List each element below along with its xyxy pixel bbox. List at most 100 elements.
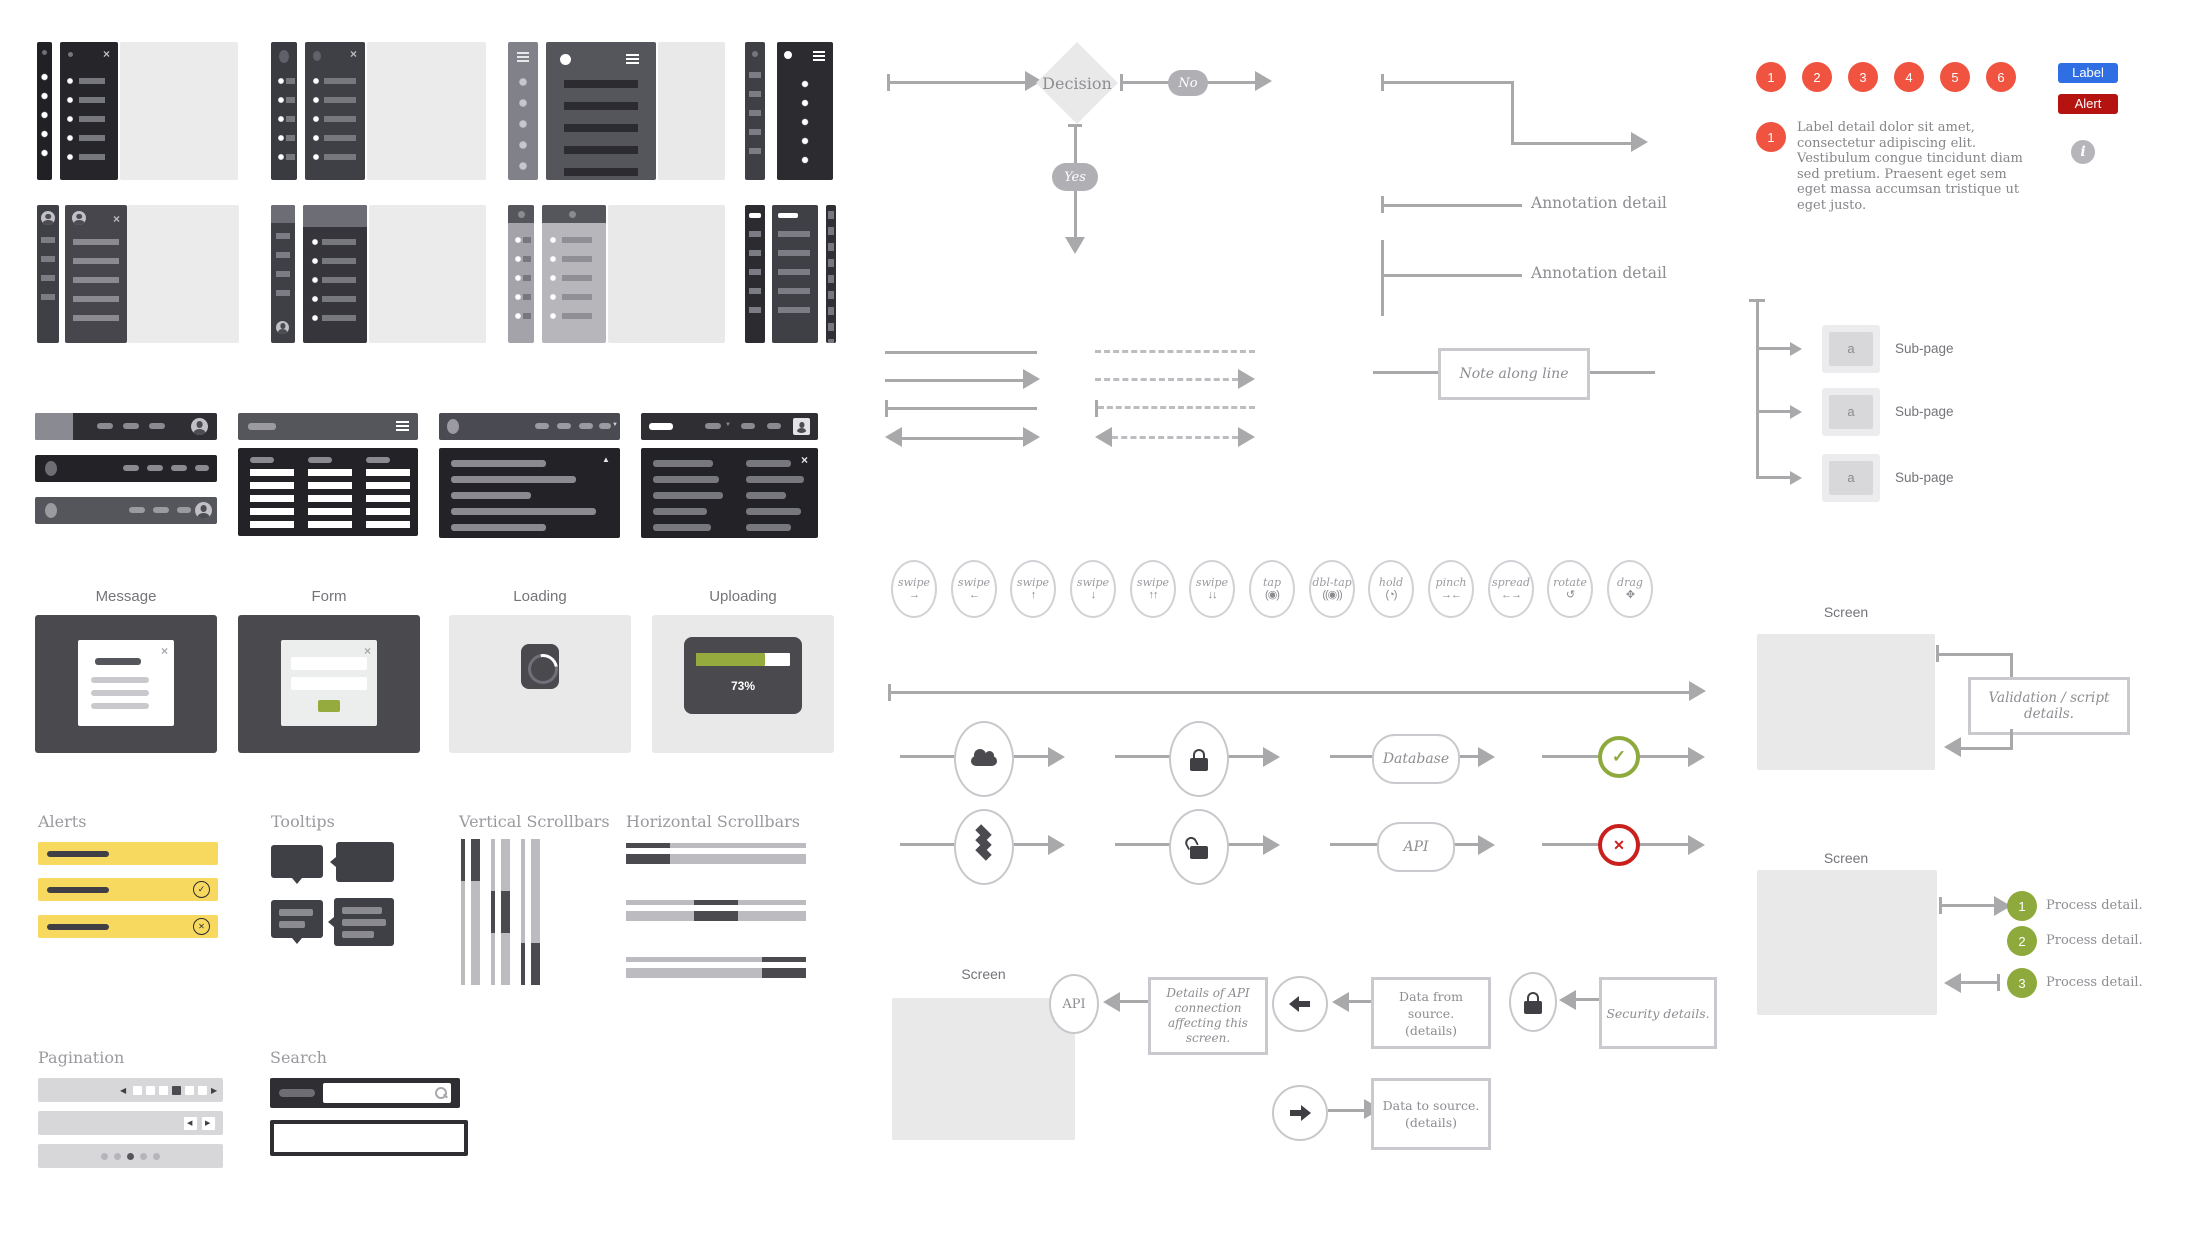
scroll-track	[531, 839, 540, 985]
scroll-track	[626, 957, 806, 962]
sidebar-stencil-light[interactable]	[508, 205, 725, 343]
text-line	[342, 907, 382, 914]
text-line	[653, 508, 707, 515]
alert-bg	[38, 842, 218, 865]
rail-header	[271, 205, 295, 223]
arrowhead	[1478, 835, 1495, 855]
horizontal-scrollbar-stencils[interactable]	[626, 843, 806, 979]
user-avatar-icon	[195, 502, 212, 519]
arrow-right-icon	[1289, 1105, 1311, 1121]
check-icon: ✓	[1611, 747, 1627, 766]
timeline-arrow-stencil[interactable]	[888, 681, 1708, 703]
page-node-label: a	[1847, 470, 1855, 485]
text-line	[451, 476, 576, 483]
arrowhead	[1255, 71, 1272, 91]
dashed-line-stencils[interactable]	[1095, 345, 1257, 447]
arrowhead-down	[1065, 237, 1085, 254]
rail-items	[777, 76, 833, 171]
annotation-stencil-1[interactable]: Annotation detail	[1381, 190, 1701, 220]
dropdown-stencil[interactable]	[439, 413, 620, 538]
line-start-tick	[1095, 400, 1098, 417]
sidebar-stencil-user-2[interactable]	[271, 205, 486, 343]
menu-icon	[396, 421, 409, 423]
text-line	[746, 524, 791, 531]
nav-pill	[153, 507, 169, 513]
line	[1511, 142, 1631, 145]
annotation-stencil-2[interactable]: Annotation detail	[1381, 240, 1701, 320]
sidebar-stencil-dark-2[interactable]	[271, 42, 486, 180]
message-modal-stencil[interactable]	[35, 615, 217, 753]
input-field	[291, 677, 367, 690]
hold-icon: (◔)	[1385, 588, 1398, 601]
vertical-scrollbar-stencils[interactable]	[459, 839, 579, 985]
sidebar-stencil-user-1[interactable]	[37, 205, 239, 343]
next-icon	[205, 1119, 210, 1128]
tooltip-stencil-1[interactable]	[271, 845, 323, 885]
info-icon: i	[2071, 140, 2095, 164]
api-details-box: Details of API connection affecting this…	[1148, 977, 1268, 1055]
pagination-stencil-1[interactable]	[38, 1078, 223, 1102]
connector-flow-row-2[interactable]: API ✕	[885, 803, 1710, 893]
loading-stencil[interactable]	[449, 615, 631, 753]
alert-text-line	[47, 851, 109, 857]
gesture-swipe-down-2: swipe↓↓	[1189, 560, 1235, 618]
alert-button-stencil[interactable]: Alert	[2058, 94, 2118, 114]
tooltip-stencil-3[interactable]	[271, 900, 323, 944]
search-input-stencil[interactable]	[270, 1120, 468, 1156]
decision-flow-stencil[interactable]: Decision No Yes	[880, 40, 1300, 260]
alert-bar-success[interactable]: ✓	[38, 878, 218, 901]
line	[902, 437, 1023, 440]
sidebar-stencil-dark-1[interactable]	[37, 42, 238, 180]
number-badge-stencils[interactable]: 1 2 3 4 5 6	[1756, 62, 2016, 92]
note-along-line-stencil[interactable]: Note along line	[1373, 348, 1658, 403]
scroll-track	[501, 839, 510, 985]
sitemap-stencil[interactable]: a Sub-page a Sub-page a Sub-page	[1749, 299, 2009, 509]
panel-dot	[313, 51, 321, 61]
nav-dot	[447, 419, 459, 434]
screen-box	[1757, 634, 1935, 770]
process-screen-stencil[interactable]: 1 Process detail. 2 Process detail. 3 Pr…	[1757, 870, 2157, 1020]
swipe-up-double-icon: ↑↑	[1148, 588, 1159, 601]
sidebar-stencil-rails[interactable]	[745, 42, 835, 180]
sidebar-stencil-rails-2[interactable]	[745, 205, 836, 343]
tooltip-stencil-4[interactable]	[328, 898, 394, 946]
caret-down-icon	[725, 422, 731, 428]
rail-items	[749, 72, 761, 167]
api-screen-stencil[interactable]: API Details of API connection affecting …	[892, 972, 1722, 1172]
nav-pill	[97, 423, 113, 429]
tooltip-stencil-2[interactable]	[330, 842, 394, 882]
tooltip-pointer	[292, 938, 302, 944]
solid-line-stencils[interactable]	[885, 345, 1040, 447]
alert-bar-error[interactable]: ✕	[38, 915, 218, 938]
line	[1961, 747, 2013, 750]
sidebar-stencil-gray[interactable]	[508, 42, 725, 180]
nav-pill	[129, 507, 145, 513]
label-button-stencil[interactable]: Label	[2058, 63, 2118, 83]
form-modal-stencil[interactable]	[238, 615, 420, 753]
pagination-stencil-2[interactable]	[38, 1111, 223, 1135]
alert-text-line	[47, 887, 109, 893]
pagination-stencil-3[interactable]	[38, 1144, 223, 1168]
alert-bar-stencil[interactable]	[38, 842, 218, 865]
navbar-stencils[interactable]	[35, 413, 217, 524]
security-box: Security details.	[1599, 977, 1717, 1049]
search-label-pill	[279, 1089, 315, 1097]
validation-screen-stencil[interactable]: Validation / script details.	[1757, 634, 2137, 774]
rail-dot	[518, 211, 525, 218]
numbered-annotation-stencil[interactable]: 1 Label detail dolor sit amet, consectet…	[1756, 120, 2026, 213]
line	[1384, 81, 1514, 84]
info-icon-stencil[interactable]: i	[2071, 140, 2095, 164]
elbow-arrow-stencil[interactable]	[1381, 74, 1651, 154]
flyout-stencil[interactable]	[641, 413, 818, 538]
gesture-stencils[interactable]: swipe→ swipe← swipe↑ swipe↓ swipe↑↑ swip…	[891, 560, 1691, 620]
uploading-stencil[interactable]: 73%	[652, 615, 834, 753]
process-detail-label: Process detail.	[2046, 975, 2143, 990]
connector-flow-row-1[interactable]: Database ✓	[885, 715, 1710, 805]
nav-pill	[195, 465, 209, 471]
data-in-circle	[1272, 976, 1328, 1032]
nav-pill	[147, 465, 163, 471]
megamenu-stencil[interactable]	[238, 413, 418, 536]
scroll-thumb	[762, 957, 806, 962]
search-bar-stencil[interactable]	[270, 1078, 460, 1108]
text-line	[746, 492, 786, 499]
